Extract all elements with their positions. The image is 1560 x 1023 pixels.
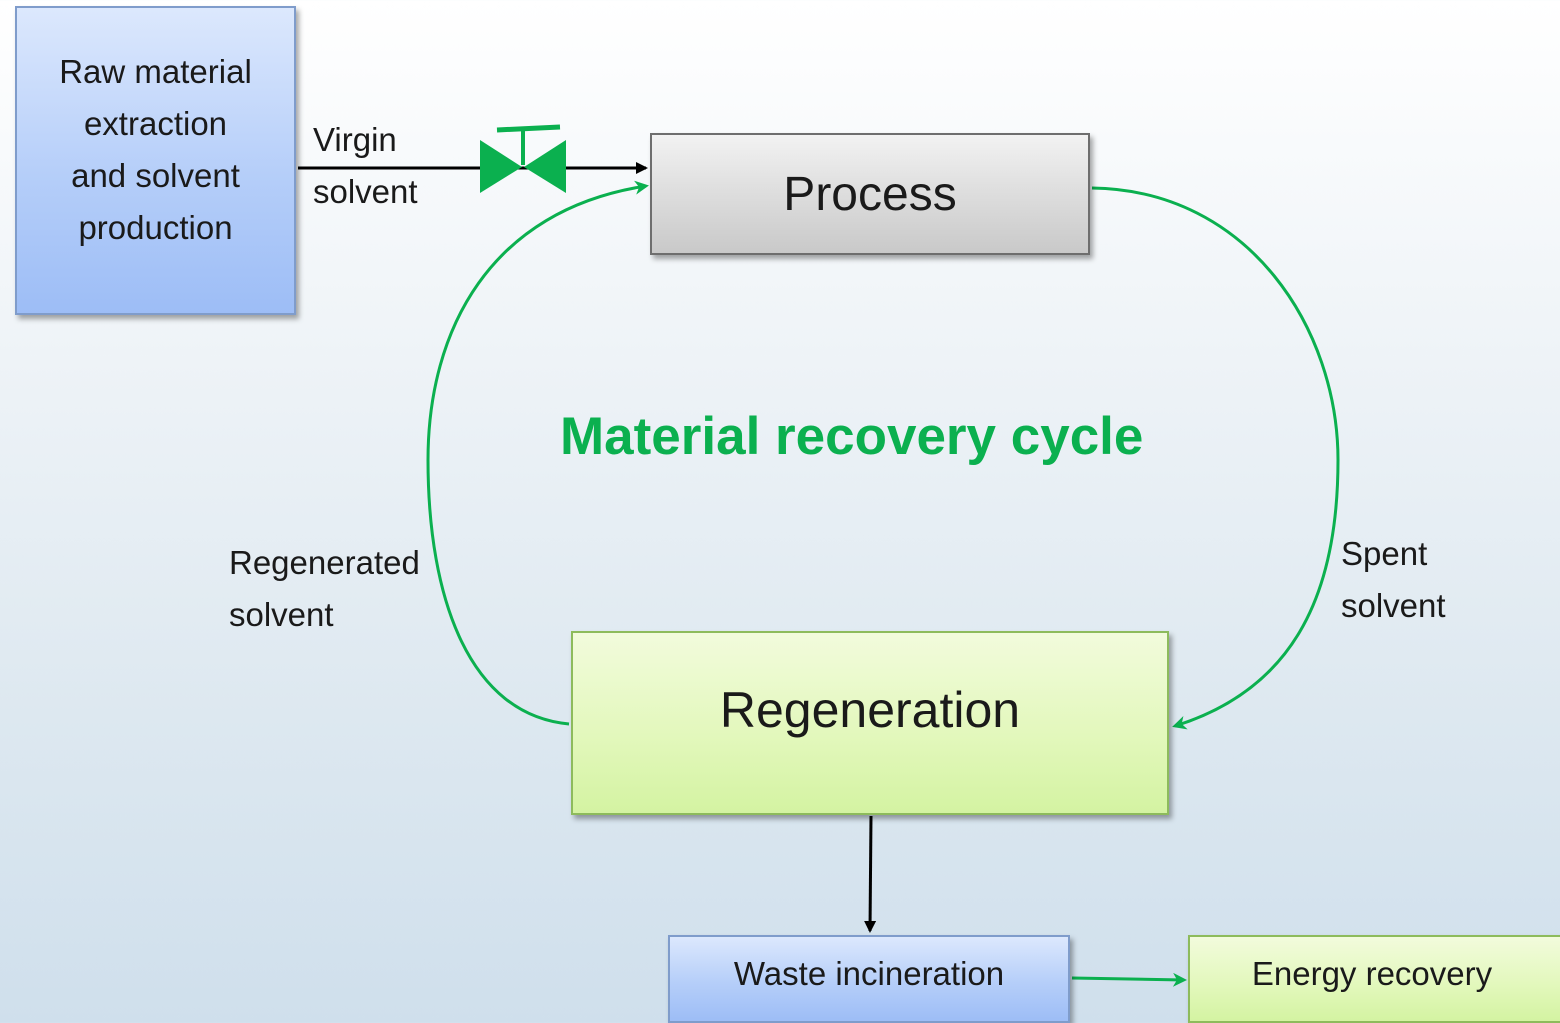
to-waste-arrow [864,815,877,933]
spent-solvent-label: Spent solvent [1341,535,1446,624]
regeneration-label: Regeneration [719,682,1021,738]
spent-solvent-arrow [1091,186,1340,730]
raw-material-box: Raw material extraction and solvent prod… [15,6,296,315]
regeneration-box: Regeneration [571,631,1169,815]
process-label: Process [783,167,957,221]
raw-material-label: Raw material extraction and solvent prod… [59,53,252,246]
process-box: Process [650,133,1090,255]
valve-icon [480,124,566,193]
virgin-solvent-label: Virgin solvent [313,121,418,210]
energy-recovery-box: Energy recovery [1188,935,1560,1023]
cycle-title: Material recovery cycle [560,407,1144,466]
waste-incineration-label: Waste incineration [733,955,1005,992]
to-energy-arrow [1071,972,1187,987]
waste-incineration-box: Waste incineration [668,935,1070,1023]
regenerated-solvent-label: Regenerated solvent [229,544,420,633]
energy-recovery-label: Energy recovery [1251,955,1493,992]
regenerated-solvent-arrow [426,180,649,726]
